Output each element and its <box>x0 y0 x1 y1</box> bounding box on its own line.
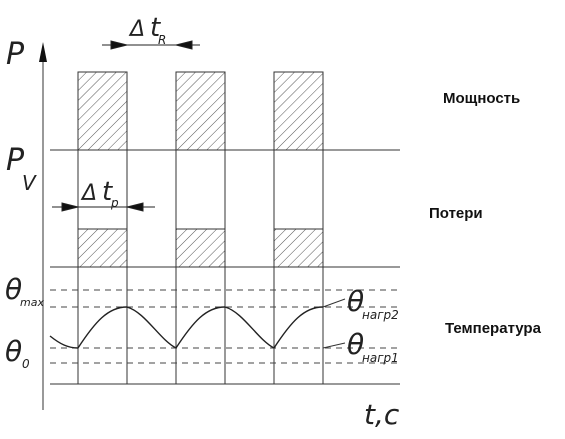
temperature-levels <box>50 289 400 364</box>
delta-tr-sub: R <box>158 33 166 47</box>
time-symbol: t,c <box>364 398 400 431</box>
theta-load1-sub: нагр1 <box>362 351 399 365</box>
loss-pulse <box>175 228 226 268</box>
delta-tr-t: t <box>150 13 161 43</box>
delta-tp-sub: p <box>110 196 119 210</box>
theta-0-symbol: θ <box>5 335 22 368</box>
theta-0-sub: 0 <box>22 357 30 371</box>
temperature-label: Температура <box>445 320 541 337</box>
theta-load2-sub: нагр2 <box>362 308 399 322</box>
theta-leaders <box>322 298 346 349</box>
power-pulses <box>77 71 324 151</box>
power-axis-arrow <box>39 42 47 62</box>
power-pulse <box>175 71 226 151</box>
delta-tp-delta: Δ <box>80 181 97 206</box>
power-symbol: P <box>6 37 25 72</box>
theta-load1-symbol: θ <box>347 328 364 361</box>
losses-label: Потери <box>429 205 483 222</box>
losses-symbol: P <box>6 143 25 178</box>
loss-pulse <box>77 228 128 268</box>
power-label: Мощность <box>443 90 521 107</box>
theta-max-sub: max <box>20 296 44 309</box>
loss-pulse <box>273 228 324 268</box>
theta-load2-symbol: θ <box>347 285 364 318</box>
power-pulse <box>273 71 324 151</box>
losses-subscript: V <box>22 171 37 195</box>
temperature-curve <box>49 306 324 349</box>
power-axis <box>39 42 47 410</box>
theta-max-symbol: θ <box>5 273 22 306</box>
power-pulse <box>77 71 128 151</box>
delta-tp-dimension <box>52 202 155 212</box>
delta-tr-delta: Δ <box>128 17 145 42</box>
delta-tp-t: t <box>102 177 113 207</box>
loss-pulses <box>77 228 324 268</box>
delta-tr-dimension <box>102 40 200 50</box>
